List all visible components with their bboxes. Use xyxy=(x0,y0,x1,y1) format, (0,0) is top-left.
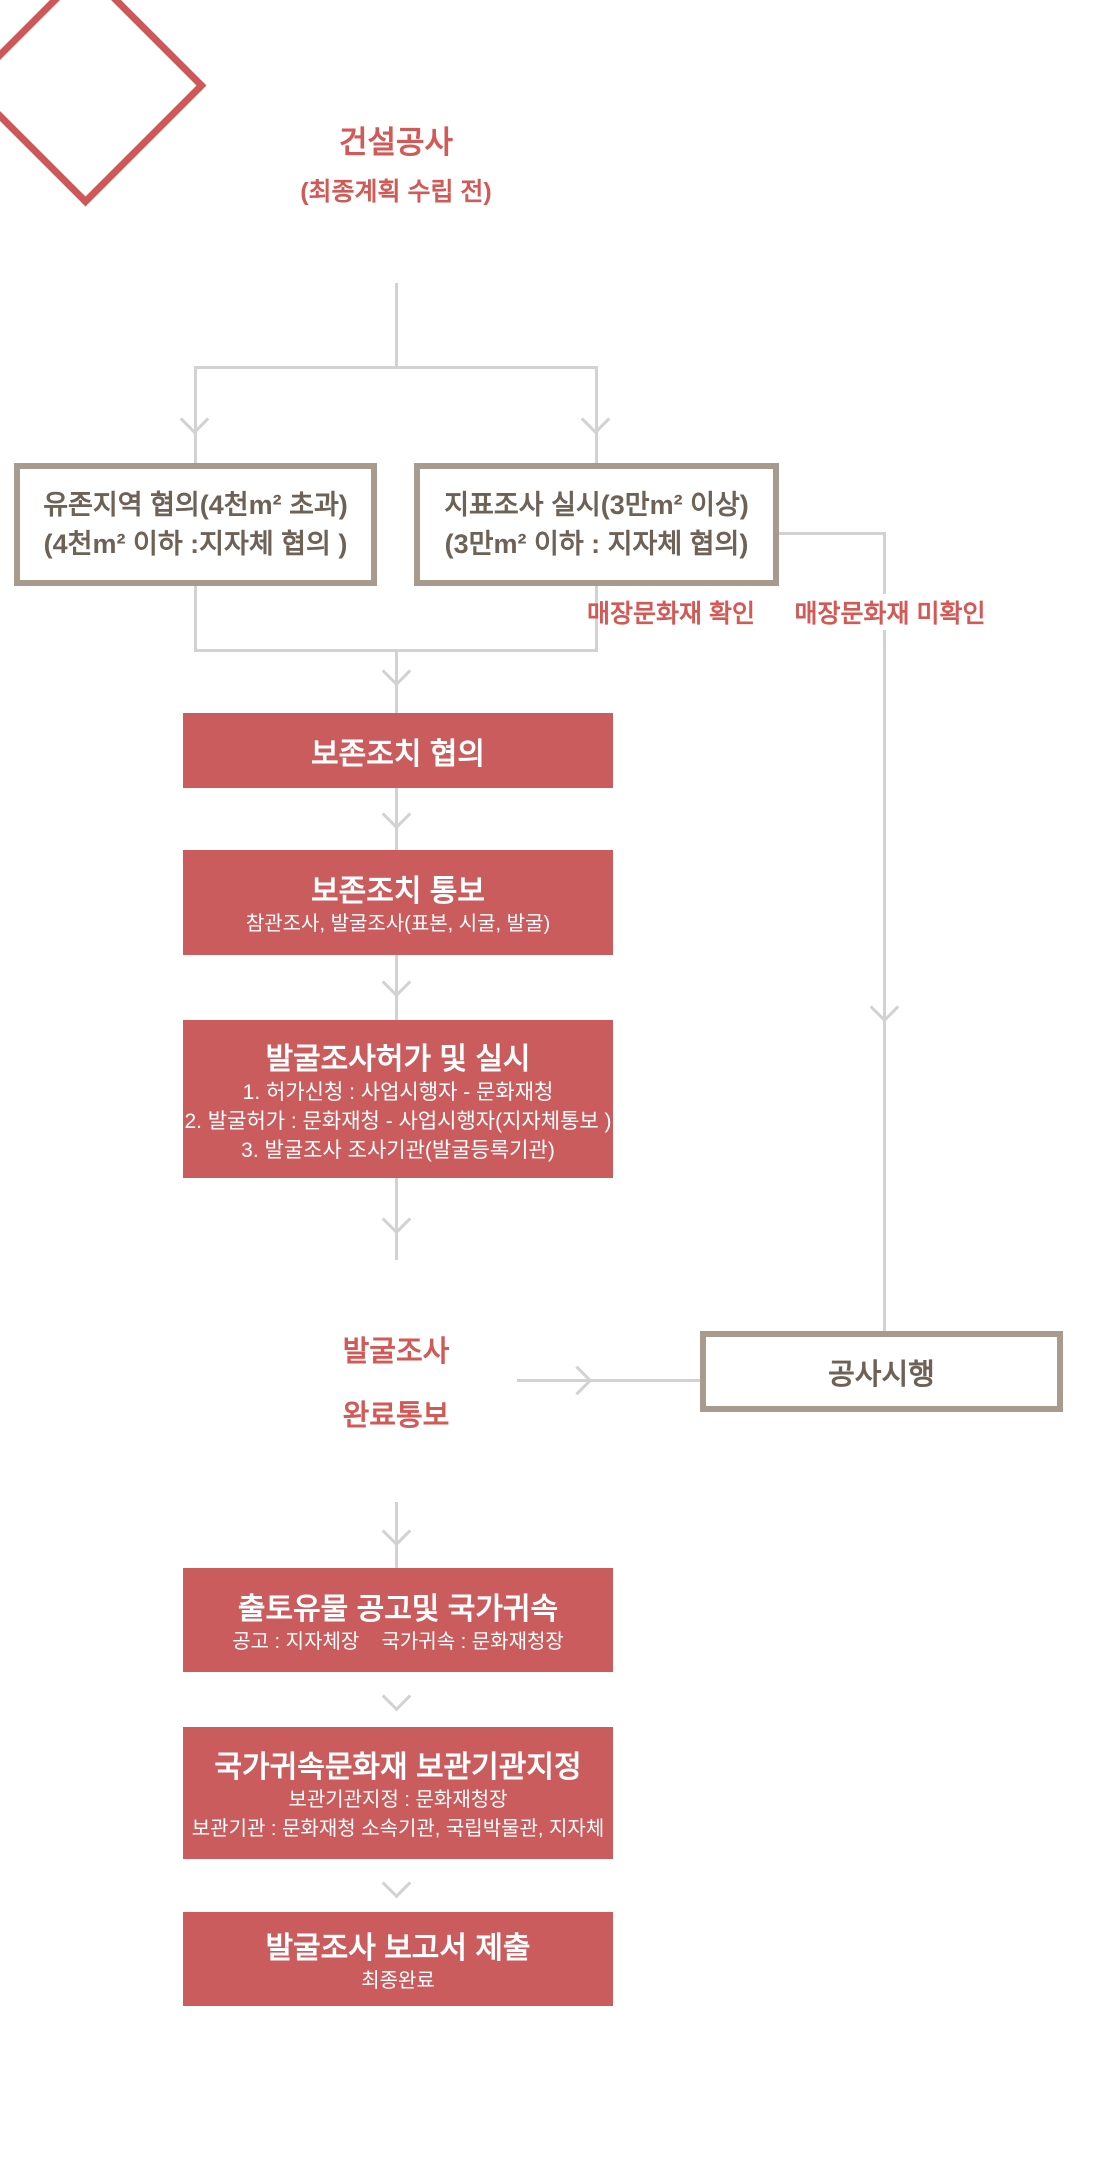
step-subtext: 참관조사, 발굴조사(표본, 시굴, 발굴) xyxy=(245,913,551,935)
step-preservation-notice: 보존조치 통보 참관조사, 발굴조사(표본, 시굴, 발굴) xyxy=(183,850,613,955)
arrow-down-icon xyxy=(869,992,900,1023)
connector-left-drop xyxy=(194,366,197,463)
step-title: 보존조치 통보 xyxy=(311,875,485,908)
preserved-area-line1: 유존지역 협의(4천m² 초과) xyxy=(43,489,348,520)
connector-branch-top xyxy=(194,366,597,369)
arrow-down-icon xyxy=(381,1868,412,1899)
step-subtext: 최종완료 xyxy=(361,1969,435,1992)
label-heritage-confirmed: 매장문화재 확인 xyxy=(587,600,755,628)
arrow-down-icon xyxy=(381,1681,412,1712)
step-report-submission: 발굴조사 보고서 제출 최종완료 xyxy=(183,1912,613,2006)
step-title: 출토유물 공고및 국가귀속 xyxy=(237,1592,559,1626)
step-title: 국가귀속문화재 보관기관지정 xyxy=(214,1751,582,1784)
arrow-right-icon xyxy=(562,1365,593,1396)
step-custody-institution: 국가귀속문화재 보관기관지정 보관기관지정 : 문화재청장 보관기관 : 문화재… xyxy=(183,1727,613,1859)
step-subtext: 3. 발굴조사 조사기관(발굴등록기관) xyxy=(241,1138,555,1162)
connector-right-out xyxy=(595,585,598,652)
arrow-down-icon xyxy=(580,404,611,435)
step-title: 발굴조사 보고서 제출 xyxy=(265,1931,531,1965)
step-preservation-consult: 보존조치 협의 xyxy=(183,713,613,788)
connector-right-drop xyxy=(595,366,598,463)
connector-start-drop xyxy=(395,283,398,367)
arrow-down-icon xyxy=(381,799,412,830)
step-subtext: 1. 허가신청 : 사업시행자 - 문화재청 xyxy=(242,1080,554,1104)
connector-step1-step2 xyxy=(395,788,398,850)
completion-decision-label: 발굴조사 완료통보 xyxy=(276,1295,516,1466)
step-subtext: 보관기관 : 문화재청 소속기관, 국립박물관, 지자체 xyxy=(191,1818,605,1840)
arrow-down-icon xyxy=(381,656,412,687)
connector-decision-construction xyxy=(517,1379,700,1382)
completion-decision-diamond xyxy=(0,0,207,207)
start-diamond-label: 건설공사 (최종계획 수립 전) xyxy=(276,77,516,248)
connector-merge-drop xyxy=(395,649,398,713)
construction-label: 공사시행 xyxy=(828,1358,935,1391)
step-relic-announcement: 출토유물 공고및 국가귀속 공고 : 지자체장 국가귀속 : 문화재청장 xyxy=(183,1568,613,1672)
connector-notconfirmed-drop xyxy=(883,532,886,1331)
step-subtext: 2. 발굴허가 : 문화재청 - 사업시행자(지자체통보 ) xyxy=(184,1109,612,1133)
connector-decision-step4 xyxy=(395,1502,398,1568)
step-title: 보존조치 협의 xyxy=(311,737,485,771)
decision-line1: 발굴조사 xyxy=(342,1335,450,1368)
surface-survey-line2: (3만m² 이하 : 지자체 협의) xyxy=(444,528,749,559)
decision-line2: 완료통보 xyxy=(342,1399,450,1432)
step-title: 발굴조사허가 및 실시 xyxy=(265,1042,531,1076)
arrow-down-icon xyxy=(381,1204,412,1235)
surface-survey-line1: 지표조사 실시(3만m² 이상) xyxy=(444,489,749,520)
preserved-area-line2: (4천m² 이하 :지자체 협의 ) xyxy=(43,528,348,559)
arrow-down-icon xyxy=(381,1516,412,1547)
connector-step3-decision xyxy=(395,1178,398,1260)
connector-left-out xyxy=(194,585,197,652)
step-subtext: 보관기관지정 : 문화재청장 xyxy=(288,1789,508,1811)
start-subtitle: (최종계획 수립 전) xyxy=(300,178,492,206)
step-excavation-permit: 발굴조사허가 및 실시 1. 허가신청 : 사업시행자 - 문화재청 2. 발굴… xyxy=(183,1020,613,1178)
arrow-down-icon xyxy=(381,967,412,998)
step-subtext: 공고 : 지자체장 국가귀속 : 문화재청장 xyxy=(232,1630,564,1653)
connector-notconfirmed-out xyxy=(779,532,886,535)
construction-start-box: 공사시행 xyxy=(700,1331,1063,1412)
surface-survey-box: 지표조사 실시(3만m² 이상) (3만m² 이하 : 지자체 협의) xyxy=(414,463,779,586)
preserved-area-consult-box: 유존지역 협의(4천m² 초과) (4천m² 이하 :지자체 협의 ) xyxy=(14,463,377,586)
arrow-down-icon xyxy=(179,404,210,435)
start-title: 건설공사 xyxy=(338,125,454,160)
connector-step2-step3 xyxy=(395,955,398,1020)
label-heritage-not-confirmed: 매장문화재 미확인 xyxy=(788,594,992,630)
